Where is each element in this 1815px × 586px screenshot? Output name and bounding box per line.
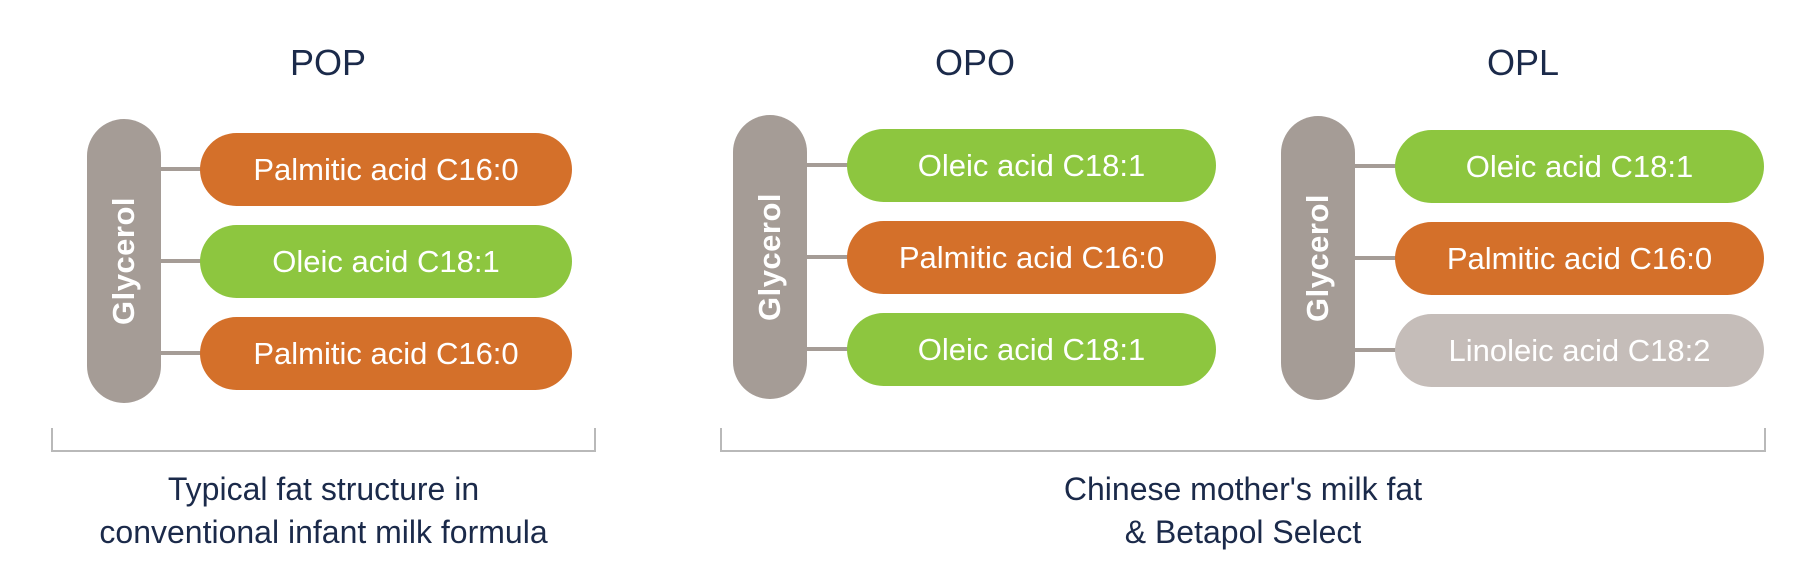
glycerol-label: Glycerol bbox=[106, 196, 141, 326]
caption-line: & Betapol Select bbox=[1124, 514, 1362, 550]
glycerol-backbone: Glycerol bbox=[87, 119, 161, 403]
caption-mothers-milk: Chinese mother's milk fat & Betapol Sele… bbox=[720, 468, 1766, 554]
connector-line bbox=[807, 255, 848, 259]
group-bracket-conventional bbox=[51, 428, 596, 452]
caption-line: conventional infant milk formula bbox=[99, 514, 548, 550]
diagram-title: OPO bbox=[934, 42, 1015, 83]
diagram-title: OPL bbox=[1486, 42, 1560, 83]
connector-line bbox=[1355, 256, 1396, 260]
glycerol-backbone: Glycerol bbox=[733, 115, 807, 399]
fatty-acid-pill-oleic: Oleic acid C18:1 bbox=[847, 313, 1216, 386]
connector-line bbox=[161, 167, 201, 171]
group-bracket-mothers-milk bbox=[720, 428, 1766, 452]
caption-line: Chinese mother's milk fat bbox=[1063, 471, 1423, 507]
connector-line bbox=[807, 347, 848, 351]
glycerol-label: Glycerol bbox=[752, 192, 787, 322]
connector-line bbox=[1355, 164, 1396, 168]
caption-line: Typical fat structure in bbox=[167, 471, 480, 507]
connector-line bbox=[161, 259, 201, 263]
caption-conventional: Typical fat structure in conventional in… bbox=[51, 468, 596, 554]
fatty-acid-pill-palmitic: Palmitic acid C16:0 bbox=[200, 133, 572, 206]
fatty-acid-pill-oleic: Oleic acid C18:1 bbox=[1395, 130, 1764, 203]
glycerol-label: Glycerol bbox=[1300, 193, 1335, 323]
glycerol-backbone: Glycerol bbox=[1281, 116, 1355, 400]
fatty-acid-pill-oleic: Oleic acid C18:1 bbox=[847, 129, 1216, 202]
connector-line bbox=[161, 351, 201, 355]
fatty-acid-pill-palmitic: Palmitic acid C16:0 bbox=[200, 317, 572, 390]
connector-line bbox=[1355, 348, 1396, 352]
fatty-acid-pill-palmitic: Palmitic acid C16:0 bbox=[1395, 222, 1764, 295]
connector-line bbox=[807, 163, 848, 167]
fatty-acid-pill-linoleic: Linoleic acid C18:2 bbox=[1395, 314, 1764, 387]
diagram-title: POP bbox=[289, 42, 367, 83]
fatty-acid-pill-palmitic: Palmitic acid C16:0 bbox=[847, 221, 1216, 294]
fatty-acid-pill-oleic: Oleic acid C18:1 bbox=[200, 225, 572, 298]
